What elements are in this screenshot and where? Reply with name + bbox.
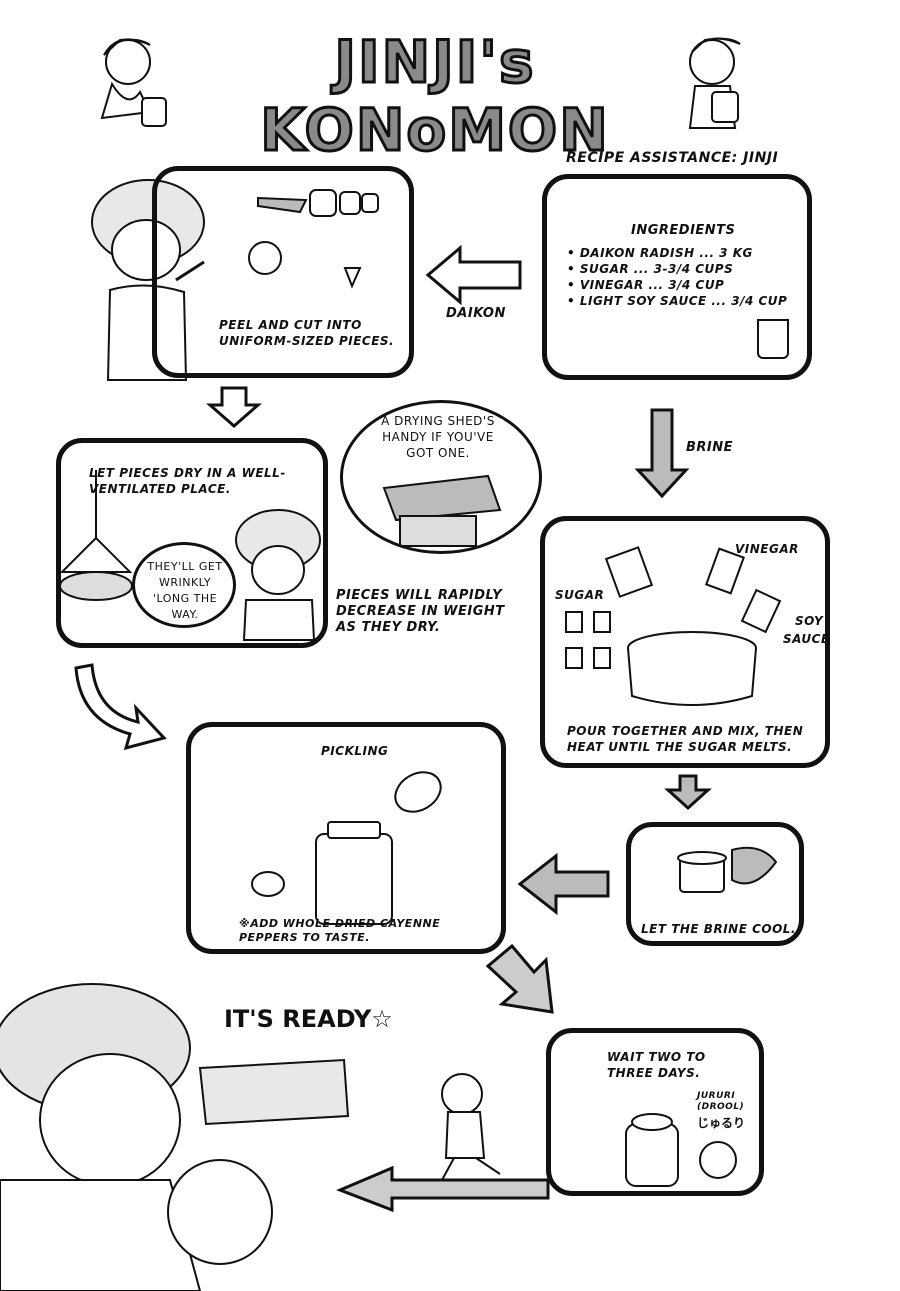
arrow-cut-to-dry bbox=[206, 386, 262, 428]
arrow-wait-to-ready bbox=[335, 1165, 550, 1213]
arrow-brine bbox=[634, 408, 690, 499]
arrow-pickling-to-wait bbox=[485, 943, 554, 1014]
arrow-dry-to-pickling bbox=[74, 663, 167, 751]
pickling-panel: PICKLING ※ADD WHOLE DRIED CAYENNE PEPPER… bbox=[186, 722, 506, 954]
farmer-smiling bbox=[235, 509, 321, 641]
cool-panel: LET THE BRINE COOL. bbox=[626, 822, 804, 946]
pickling-note: ※ADD WHOLE DRIED CAYENNE PEPPERS TO TAST… bbox=[239, 917, 441, 944]
ingredients-panel: INGREDIENTS • DAIKON RADISH ... 3 KG • S… bbox=[542, 174, 812, 380]
arrow-brine-to-cool bbox=[664, 774, 712, 811]
kid-mascot-right bbox=[688, 37, 741, 129]
brine-panel: SUGAR VINEGAR SOY SAUCE POUR TOGETHER AN… bbox=[540, 516, 830, 768]
speech-bubble-wrinkly: THEY'LL GET WRINKLY 'LONG THE WAY. bbox=[132, 542, 236, 628]
arrow-cool-to-pickling bbox=[517, 852, 610, 916]
ingredient-3: • VINEGAR ... 3/4 CUP bbox=[567, 278, 725, 292]
vinegar-label: VINEGAR bbox=[735, 542, 799, 556]
daikon-label: DAIKON bbox=[446, 306, 506, 321]
page-title: JINJI's KONoMON bbox=[259, 27, 610, 166]
wait-instruction: WAIT TWO TO THREE DAYS. bbox=[607, 1050, 706, 1080]
ingredients-heading: INGREDIENTS bbox=[631, 223, 736, 238]
sfx-romaji: JURURI bbox=[697, 1091, 736, 1101]
kid-mascot-left bbox=[100, 38, 167, 127]
running-kid bbox=[441, 1073, 501, 1181]
brine-label: BRINE bbox=[686, 440, 734, 455]
dry-instruction: LET PIECES DRY IN A WELL-VENTILATED PLAC… bbox=[89, 466, 286, 496]
cool-instruction: LET THE BRINE COOL. bbox=[641, 922, 796, 936]
wait-jar bbox=[625, 1113, 737, 1187]
weight-note: PIECES WILL RAPIDLY DECREASE IN WEIGHT A… bbox=[336, 588, 505, 635]
ingredient-2: • SUGAR ... 3-3/4 CUPS bbox=[567, 262, 734, 276]
ingredient-1: • DAIKON RADISH ... 3 KG bbox=[567, 246, 753, 260]
brine-instruction: POUR TOGETHER AND MIX, THEN HEAT UNTIL T… bbox=[567, 724, 804, 754]
cut-panel: PEEL AND CUT INTO UNIFORM-SIZED PIECES. bbox=[152, 166, 414, 378]
cut-instruction: PEEL AND CUT INTO UNIFORM-SIZED PIECES. bbox=[219, 318, 395, 348]
ready-celebration bbox=[0, 983, 350, 1291]
pickling-jar bbox=[251, 771, 442, 925]
dry-panel: LET PIECES DRY IN A WELL-VENTILATED PLAC… bbox=[56, 438, 328, 648]
brine-pot bbox=[565, 546, 782, 706]
soy-label: SOY bbox=[795, 614, 824, 628]
recipe-credit: RECIPE ASSISTANCE: JINJI bbox=[566, 150, 779, 166]
ready-caption: IT'S READY☆ bbox=[224, 1005, 393, 1033]
sauce-label: SAUCE bbox=[783, 632, 830, 646]
speech-bubble-shed: A DRYING SHED'S HANDY IF YOU'VE GOT ONE. bbox=[340, 400, 542, 554]
wait-panel: WAIT TWO TO THREE DAYS. JURURI (DROOL) じ… bbox=[546, 1028, 764, 1196]
cool-pot bbox=[677, 846, 778, 893]
sugar-label: SUGAR bbox=[555, 588, 605, 602]
daikon-pieces bbox=[248, 189, 379, 289]
sfx-note: (DROOL) bbox=[697, 1102, 745, 1112]
ingredient-4: • LIGHT SOY SAUCE ... 3/4 CUP bbox=[567, 294, 788, 308]
arrow-daikon bbox=[425, 244, 522, 306]
shed-text: A DRYING SHED'S HANDY IF YOU'VE GOT ONE. bbox=[381, 414, 495, 460]
measuring-cup-icon bbox=[757, 319, 789, 359]
pickling-heading: PICKLING bbox=[321, 744, 389, 758]
wrinkly-text: THEY'LL GET WRINKLY 'LONG THE WAY. bbox=[147, 560, 223, 621]
sfx-kana: じゅるり bbox=[697, 1116, 746, 1130]
